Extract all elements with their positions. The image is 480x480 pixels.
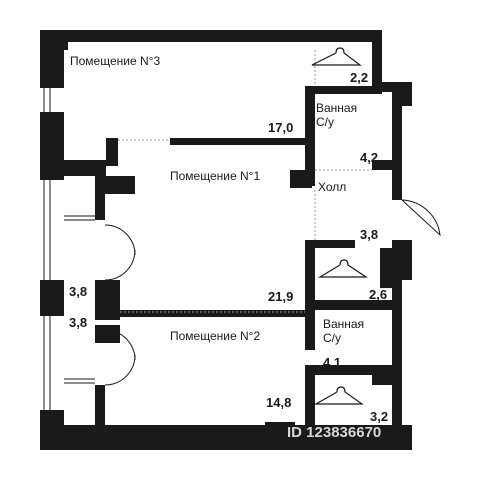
watermark: ID 123836670 bbox=[287, 424, 382, 441]
bath-1-name-line1: Ванная bbox=[316, 101, 358, 115]
bath-1-area: 4,2 bbox=[360, 150, 379, 165]
room-3-name: Помещение N°3 bbox=[70, 54, 161, 68]
windows bbox=[43, 88, 95, 410]
room-1-name: Помещение N°1 bbox=[170, 169, 261, 183]
hanger-icon bbox=[317, 259, 368, 278]
bath-2-name-line2: С/у bbox=[323, 331, 341, 345]
bath-1-name-line2: С/у bbox=[316, 115, 334, 129]
bath-2-name-line1: Ванная bbox=[323, 317, 365, 331]
room-2-area: 14,8 bbox=[266, 395, 292, 410]
wardrobe-top-area: 2,2 bbox=[350, 70, 369, 85]
room-dividers bbox=[118, 50, 372, 313]
room-1-area: 21,9 bbox=[268, 289, 294, 304]
bath-2-name: Ванная С/у bbox=[323, 317, 364, 345]
balcony-bottom-area: 3,8 bbox=[69, 315, 88, 330]
doors bbox=[104, 199, 441, 386]
room-2-name: Помещение N°2 bbox=[170, 329, 261, 343]
hall-name: Холл bbox=[318, 180, 347, 194]
wardrobe-mid-area: 2,6 bbox=[369, 287, 388, 302]
bath-2-area: 4,1 bbox=[323, 355, 342, 370]
room-3-area: 17,0 bbox=[268, 120, 294, 135]
bath-1-name: Ванная С/у bbox=[316, 101, 357, 129]
hanger-icon bbox=[311, 47, 362, 66]
hall-area: 3,8 bbox=[360, 227, 379, 242]
walls bbox=[40, 30, 412, 450]
wardrobe-bottom-area: 3,2 bbox=[370, 409, 389, 424]
balcony-top-area: 3,8 bbox=[69, 284, 88, 299]
hanger-icon bbox=[313, 386, 364, 405]
